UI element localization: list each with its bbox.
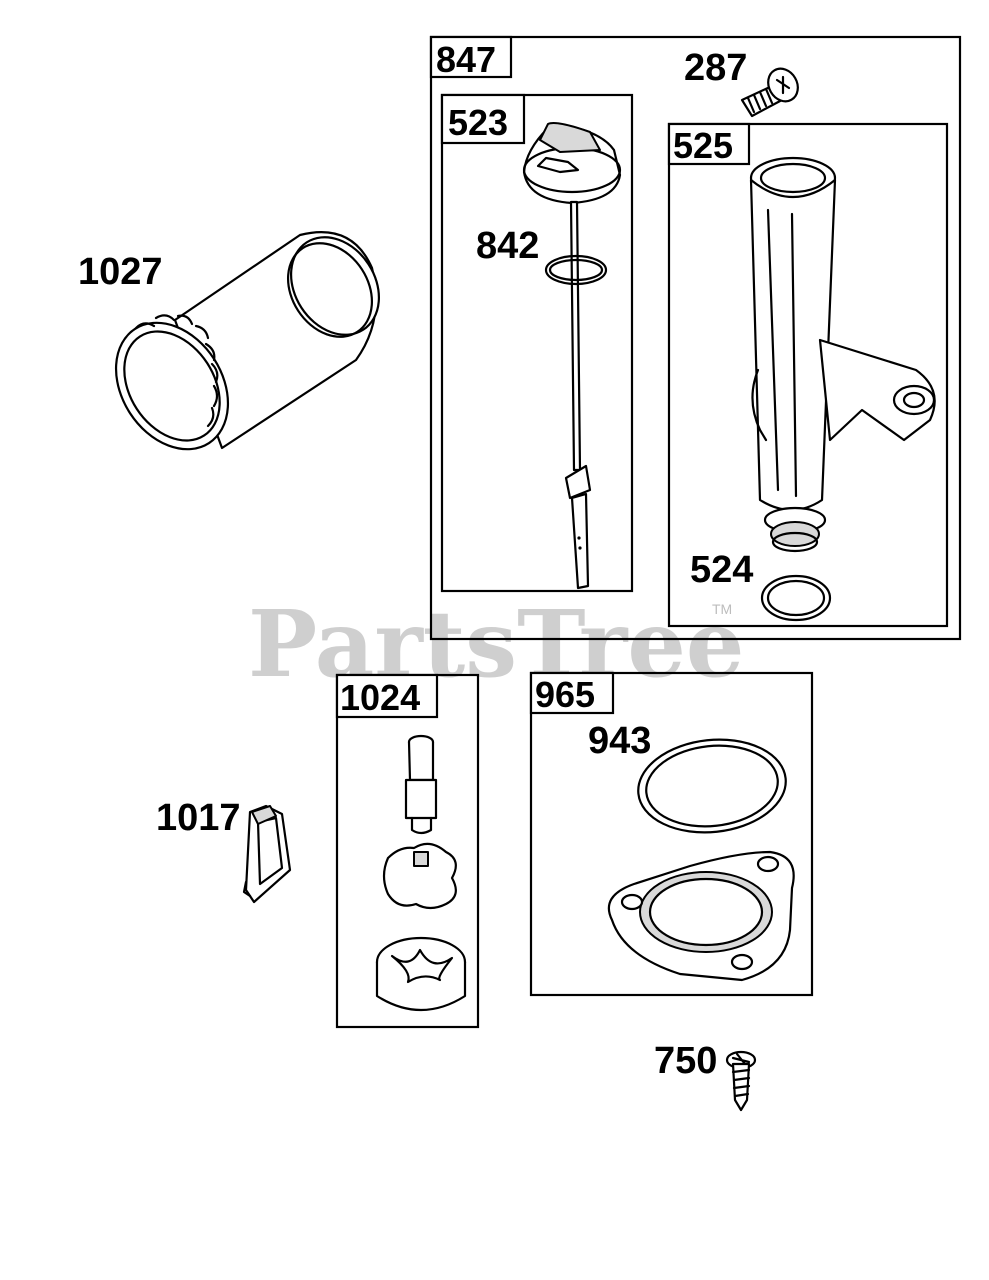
box-523[interactable]: 523 [440, 93, 634, 593]
box-847-label: 847 [436, 39, 496, 80]
cover-plate-965-part[interactable] [607, 850, 795, 982]
gasket-943-part[interactable] [634, 733, 791, 840]
watermark-text: PartsTree [248, 590, 744, 698]
oil-screen-1017-part[interactable] [242, 804, 292, 904]
oil-pump-1024-part[interactable] [375, 734, 467, 1012]
box-1024[interactable]: 1024 [335, 673, 480, 1029]
box-525[interactable]: 525 [667, 122, 949, 628]
o-ring-524-part[interactable] [760, 574, 832, 622]
screw-750-part[interactable] [725, 1050, 757, 1112]
dipstick-part[interactable] [522, 122, 622, 590]
box-525-label: 525 [673, 125, 733, 166]
box-847[interactable]: 847 [429, 35, 962, 641]
box-523-label: 523 [448, 102, 508, 143]
watermark: PartsTree TM [248, 590, 744, 698]
label-524[interactable]: 524 [690, 549, 753, 591]
oil-filter-part[interactable] [93, 221, 397, 471]
box-965[interactable]: 965 [529, 671, 814, 997]
label-1017[interactable]: 1017 [156, 797, 241, 839]
screw-287-part[interactable] [740, 63, 804, 118]
box-1024-label: 1024 [340, 677, 420, 718]
dipstick-tube-part[interactable] [749, 156, 936, 553]
label-1027[interactable]: 1027 [78, 251, 163, 293]
label-750[interactable]: 750 [654, 1040, 717, 1082]
box-965-label: 965 [535, 674, 595, 715]
watermark-trademark: TM [712, 601, 732, 617]
label-842[interactable]: 842 [476, 225, 539, 267]
label-287[interactable]: 287 [684, 47, 747, 89]
label-943[interactable]: 943 [588, 720, 651, 762]
